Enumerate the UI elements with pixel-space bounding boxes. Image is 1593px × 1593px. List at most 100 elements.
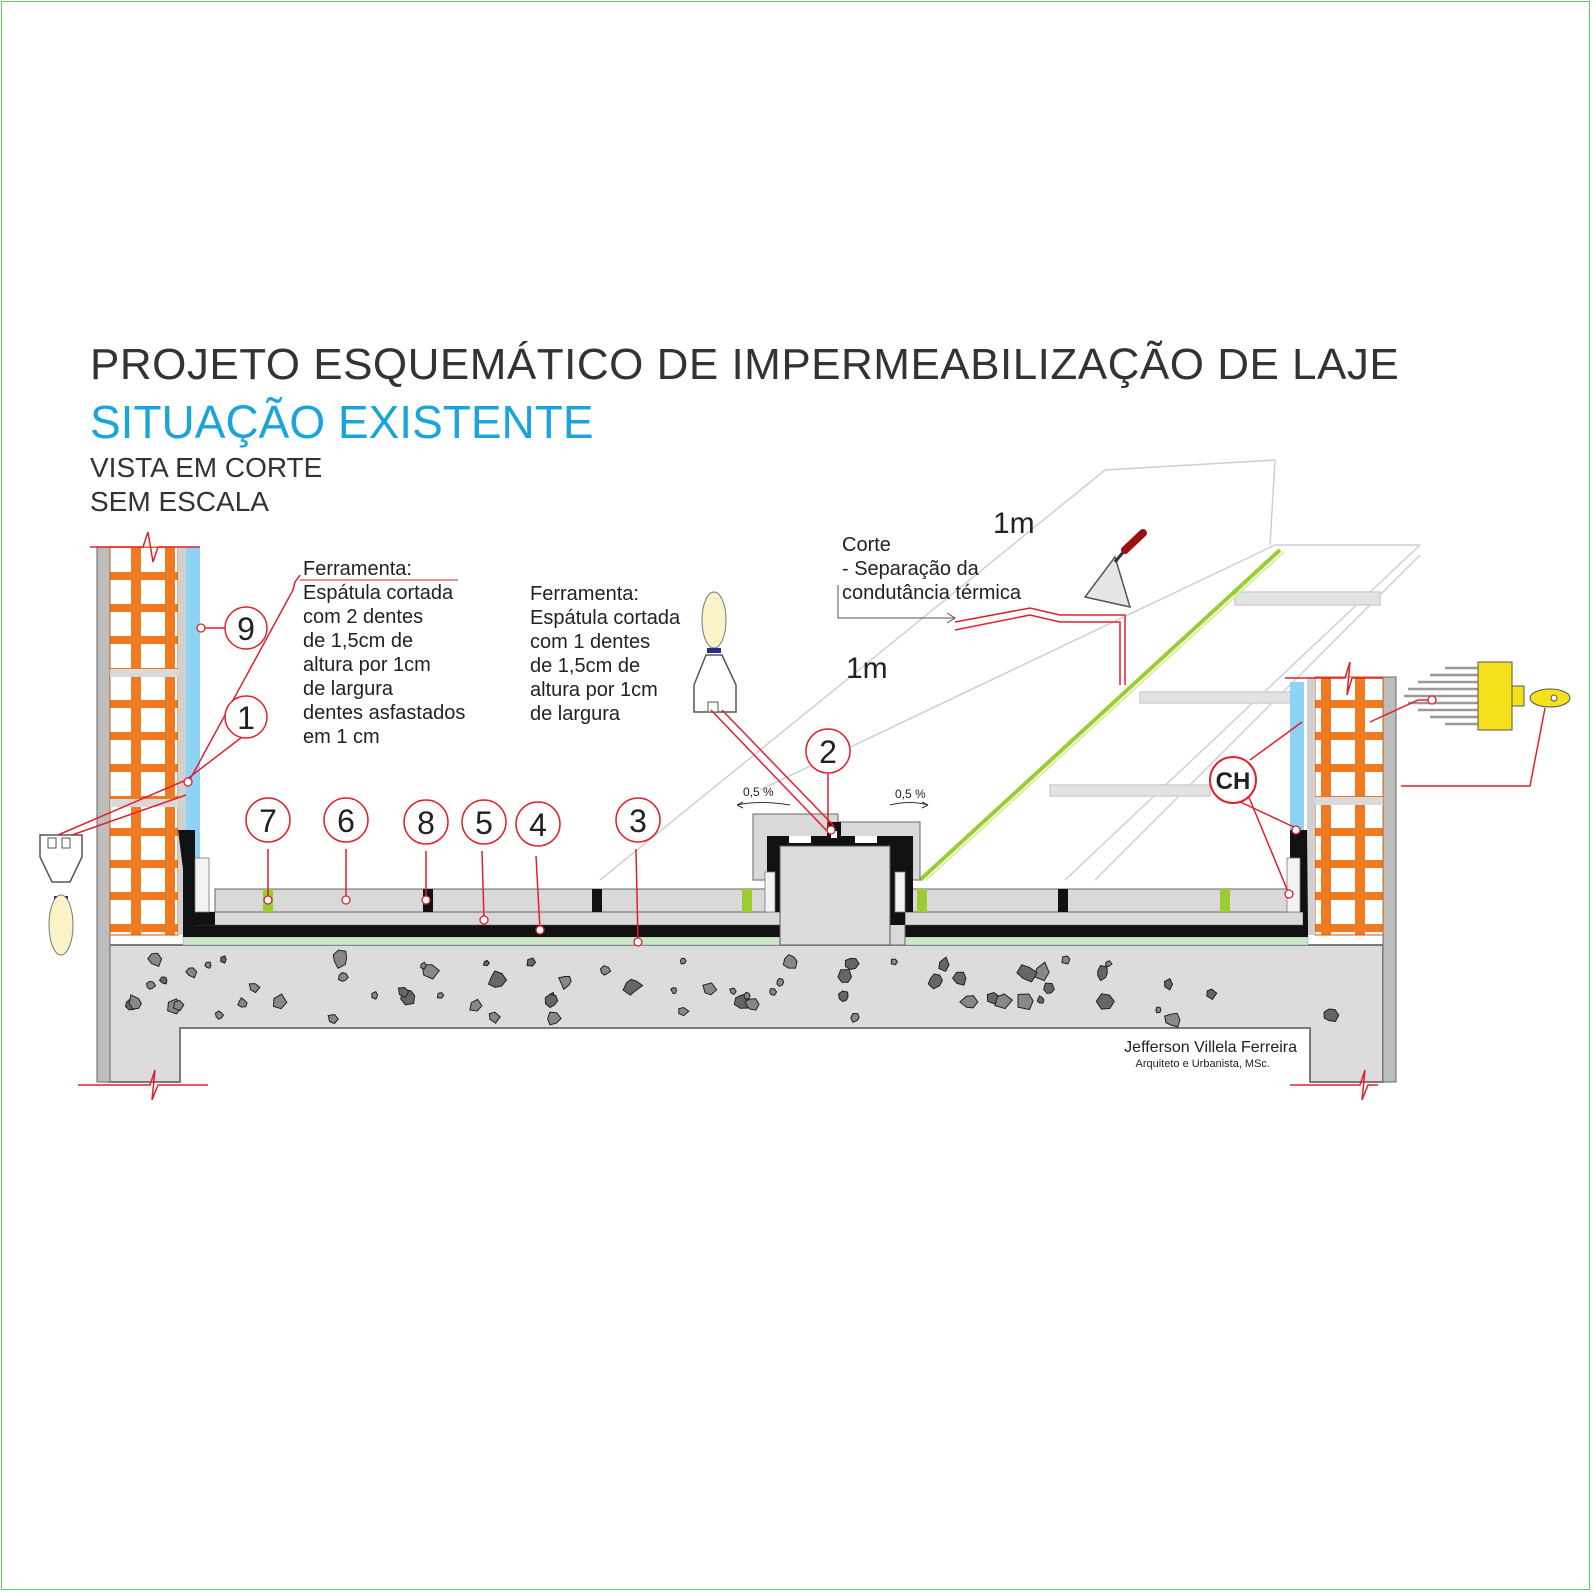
- layer-6-protection: [214, 888, 1304, 913]
- dimension-middle: 1m: [846, 652, 888, 685]
- aggregate-stone: [744, 998, 760, 1011]
- trowel-tool: [1083, 529, 1147, 609]
- aggregate-stone: [332, 949, 348, 969]
- svg-text:1: 1: [237, 700, 255, 736]
- svg-text:com 2 dentes: com 2 dentes: [303, 606, 423, 628]
- aggregate-stone: [1097, 964, 1108, 982]
- aggregate-stone: [844, 957, 860, 971]
- svg-text:Corte: Corte: [842, 534, 891, 556]
- aggregate-stone: [890, 958, 899, 966]
- aggregate-stone: [204, 961, 212, 969]
- svg-text:com 1 dentes: com 1 dentes: [530, 631, 650, 653]
- aggregate-stone: [622, 978, 644, 996]
- marker-6: 6: [323, 797, 369, 843]
- svg-text:de largura: de largura: [303, 678, 394, 700]
- central-curb: [752, 813, 921, 946]
- aggregate-stone: [487, 970, 508, 988]
- brush-tool: [1404, 661, 1571, 731]
- svg-text:Espátula cortada: Espátula cortada: [303, 582, 454, 604]
- aggregate-stone: [776, 977, 785, 987]
- aggregate-stone: [469, 998, 483, 1012]
- aggregate-stone: [488, 1011, 501, 1024]
- aggregate-stone: [1206, 988, 1218, 1001]
- svg-text:altura por 1cm: altura por 1cm: [303, 654, 431, 676]
- aggregate-stone: [158, 976, 168, 985]
- marker-ch: CH: [1209, 756, 1257, 804]
- aggregate-stone: [1104, 959, 1113, 967]
- aggregate-stone: [679, 957, 687, 965]
- svg-text:7: 7: [259, 803, 277, 839]
- aggregate-stone: [220, 955, 227, 964]
- aggregate-stone: [1016, 964, 1038, 983]
- dimension-top: 1m: [993, 507, 1035, 540]
- slope-right-label: 0,5 %: [895, 787, 926, 801]
- page-title: PROJETO ESQUEMÁTICO DE IMPERMEABILIZAÇÃO…: [90, 340, 1400, 389]
- aggregate-stone: [1036, 995, 1045, 1004]
- wall-upturn-left: [178, 830, 215, 925]
- aggregate-stone: [678, 1006, 690, 1017]
- aggregate-stone: [1043, 982, 1055, 994]
- svg-text:altura por 1cm: altura por 1cm: [530, 679, 658, 701]
- marker-4: 4: [515, 801, 561, 847]
- aggregate-stone: [145, 980, 157, 990]
- slope-arrows: [736, 801, 929, 809]
- svg-text:3: 3: [629, 803, 647, 839]
- aggregate-stone: [850, 1012, 860, 1023]
- aggregate-stone: [769, 988, 778, 996]
- perspective-roof-panels: [599, 459, 1421, 881]
- aggregate-stone: [1155, 1006, 1162, 1014]
- aggregate-stone: [526, 957, 537, 967]
- wall-upturn-right: [1286, 830, 1308, 925]
- aggregate-stone: [599, 965, 612, 976]
- aggregate-stone: [994, 993, 1014, 1010]
- aggregate-stone: [1017, 993, 1034, 1011]
- tool-left-note: Ferramenta: Espátula cortada com 2 dente…: [303, 558, 465, 748]
- layer-3-primer: [182, 936, 1309, 946]
- marker-8: 8: [403, 799, 449, 845]
- aggregate-stone: [147, 952, 163, 968]
- aggregate-stone: [547, 1011, 562, 1026]
- tool-center-note: Ferramenta: Espátula cortada com 1 dente…: [530, 583, 681, 725]
- aggregate-stone: [272, 993, 288, 1010]
- aggregate-stone: [837, 990, 849, 1003]
- svg-text:4: 4: [529, 807, 547, 843]
- spatula-tool-left: [39, 834, 83, 956]
- svg-text:de largura: de largura: [530, 703, 621, 725]
- aggregate-stone: [214, 1010, 225, 1020]
- svg-text:de 1,5cm de: de 1,5cm de: [530, 655, 640, 677]
- marker-2: 2: [805, 728, 851, 774]
- aggregate-stone: [837, 969, 853, 983]
- aggregate-stone: [670, 987, 677, 995]
- marker-7: 7: [245, 797, 291, 843]
- aggregate-stone: [959, 995, 979, 1009]
- aggregate-stone: [185, 967, 198, 979]
- aggregate-stone: [237, 997, 248, 1008]
- scale-label: SEM ESCALA: [90, 486, 269, 517]
- page-subtitle: SITUAÇÃO EXISTENTE: [90, 396, 594, 448]
- layer-4-membrane: [183, 925, 1308, 937]
- svg-text:dentes asfastados: dentes asfastados: [303, 702, 465, 724]
- aggregate-stone: [951, 971, 967, 986]
- svg-text:em 1 cm: em 1 cm: [303, 726, 380, 748]
- aggregate-stone: [397, 986, 410, 999]
- svg-text:- Separação da: - Separação da: [842, 558, 980, 580]
- aggregate-stone: [1164, 1012, 1181, 1028]
- svg-text:Ferramenta:: Ferramenta:: [303, 558, 412, 580]
- aggregate-stone: [1061, 955, 1071, 965]
- svg-text:5: 5: [475, 805, 493, 841]
- aggregate-stone: [927, 973, 943, 990]
- slope-left-label: 0,5 %: [743, 785, 774, 799]
- aggregate-stone: [248, 983, 261, 994]
- credit-name: Jefferson Villela Ferreira: [1124, 1039, 1297, 1056]
- marker-9: 9: [224, 606, 268, 650]
- aggregate-stone: [327, 1013, 339, 1025]
- aggregate-stone: [173, 999, 185, 1012]
- aggregate-stone: [702, 982, 718, 996]
- marker-3: 3: [615, 797, 661, 843]
- cut-note: Corte - Separação da condutância térmica: [842, 534, 1022, 604]
- aggregate-stone: [1163, 977, 1173, 991]
- aggregate-stone: [436, 992, 445, 999]
- aggregate-stone: [782, 954, 798, 969]
